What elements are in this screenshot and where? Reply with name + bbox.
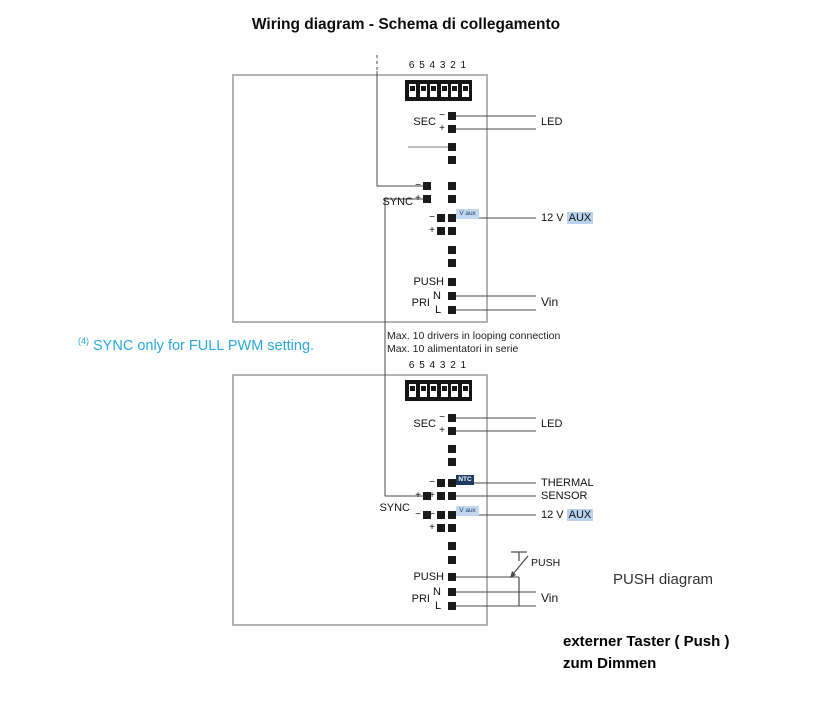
driver2-vaux-minus: − xyxy=(429,509,435,520)
driver2-wires xyxy=(456,417,536,607)
sync-footnote-sup: (4) xyxy=(78,336,89,346)
driver1-sync-minus: − xyxy=(415,180,421,191)
driver2-offset-terminals xyxy=(423,479,445,532)
driver1-led-label: LED xyxy=(541,116,563,128)
driver2-aux-prefix: 12 V xyxy=(541,509,564,521)
driver1-sec-plus: + xyxy=(439,123,445,134)
driver1-vaux-minus: − xyxy=(429,212,435,223)
driver2-sync-label: SYNC xyxy=(379,502,410,514)
driver2-n-label: N xyxy=(433,586,441,598)
driver1-offset-terminals xyxy=(423,182,445,235)
driver2-sec-minus: − xyxy=(439,412,445,423)
push-switch-label: PUSH xyxy=(531,557,561,569)
push-button-symbol xyxy=(510,551,529,606)
driver2-vaux-plus: + xyxy=(429,522,435,533)
driver1-dip-switch xyxy=(405,80,472,101)
driver1-sync-label: SYNC xyxy=(382,196,413,208)
caption-line1: externer Taster ( Push ) xyxy=(563,633,730,650)
driver1-vaux-tag: V aux xyxy=(456,209,479,219)
driver2-ntc-tag: NTC xyxy=(456,475,474,485)
driver2-vaux-tag: V aux xyxy=(456,506,479,516)
driver1-vaux-plus: + xyxy=(429,225,435,236)
driver2-terminal-strip xyxy=(448,414,456,610)
driver2-frame xyxy=(232,374,488,626)
driver2-sensor-label: SENSOR xyxy=(541,490,588,502)
driver1-aux-highlight: AUX xyxy=(566,212,594,224)
driver1-dip-numbers: 6 5 4 3 2 1 xyxy=(408,60,468,71)
push-diagram-title: PUSH diagram xyxy=(613,571,714,588)
driver1-push-label: PUSH xyxy=(413,276,444,288)
driver1-vin-label: Vin xyxy=(541,295,559,309)
driver2-sec-label: SEC xyxy=(413,418,436,430)
driver2-led-label: LED xyxy=(541,418,563,430)
caption-line2: zum Dimmen xyxy=(563,655,657,672)
loop-note-line1: Max. 10 drivers in looping connection xyxy=(387,330,561,342)
driver2-l-label: L xyxy=(435,600,442,612)
driver2-sec-plus: + xyxy=(439,425,445,436)
loop-note-line2: Max. 10 alimentatori in serie xyxy=(387,343,519,355)
driver1-terminal-strip xyxy=(448,112,456,314)
driver1-sec-label: SEC xyxy=(413,116,436,128)
driver1-wires xyxy=(408,115,536,311)
driver2-aux-highlight: AUX xyxy=(566,509,594,521)
driver2-dip-switch xyxy=(405,380,472,401)
driver1-sec-minus: − xyxy=(439,110,445,121)
driver2-sync-minus: − xyxy=(415,509,421,520)
driver1-pri-label: PRI xyxy=(411,297,430,309)
driver2-push-label: PUSH xyxy=(413,571,444,583)
push-arrow-icon xyxy=(510,571,516,578)
driver2-ntc-minus: − xyxy=(429,477,435,488)
driver2-ntc-plus: + xyxy=(429,490,435,501)
driver2-pri-label: PRI xyxy=(411,593,430,605)
driver2-vin-label: Vin xyxy=(541,591,559,605)
driver2-dip-numbers: 6 5 4 3 2 1 xyxy=(408,360,468,371)
sync-loop-wires xyxy=(376,55,423,497)
driver1-sync-plus: + xyxy=(415,193,421,204)
driver1-l-label: L xyxy=(435,304,442,316)
page-title: Wiring diagram - Schema di collegamento xyxy=(251,16,561,33)
driver2-thermal-label: THERMAL xyxy=(541,477,594,489)
driver1-n-label: N xyxy=(433,290,441,302)
driver1-aux-prefix: 12 V xyxy=(541,212,564,224)
sync-footnote: (4) SYNC only for FULL PWM setting. xyxy=(78,336,314,354)
sync-footnote-text: SYNC only for FULL PWM setting. xyxy=(93,337,315,354)
driver1-frame xyxy=(232,74,488,323)
driver2-sync-plus: + xyxy=(415,490,421,501)
